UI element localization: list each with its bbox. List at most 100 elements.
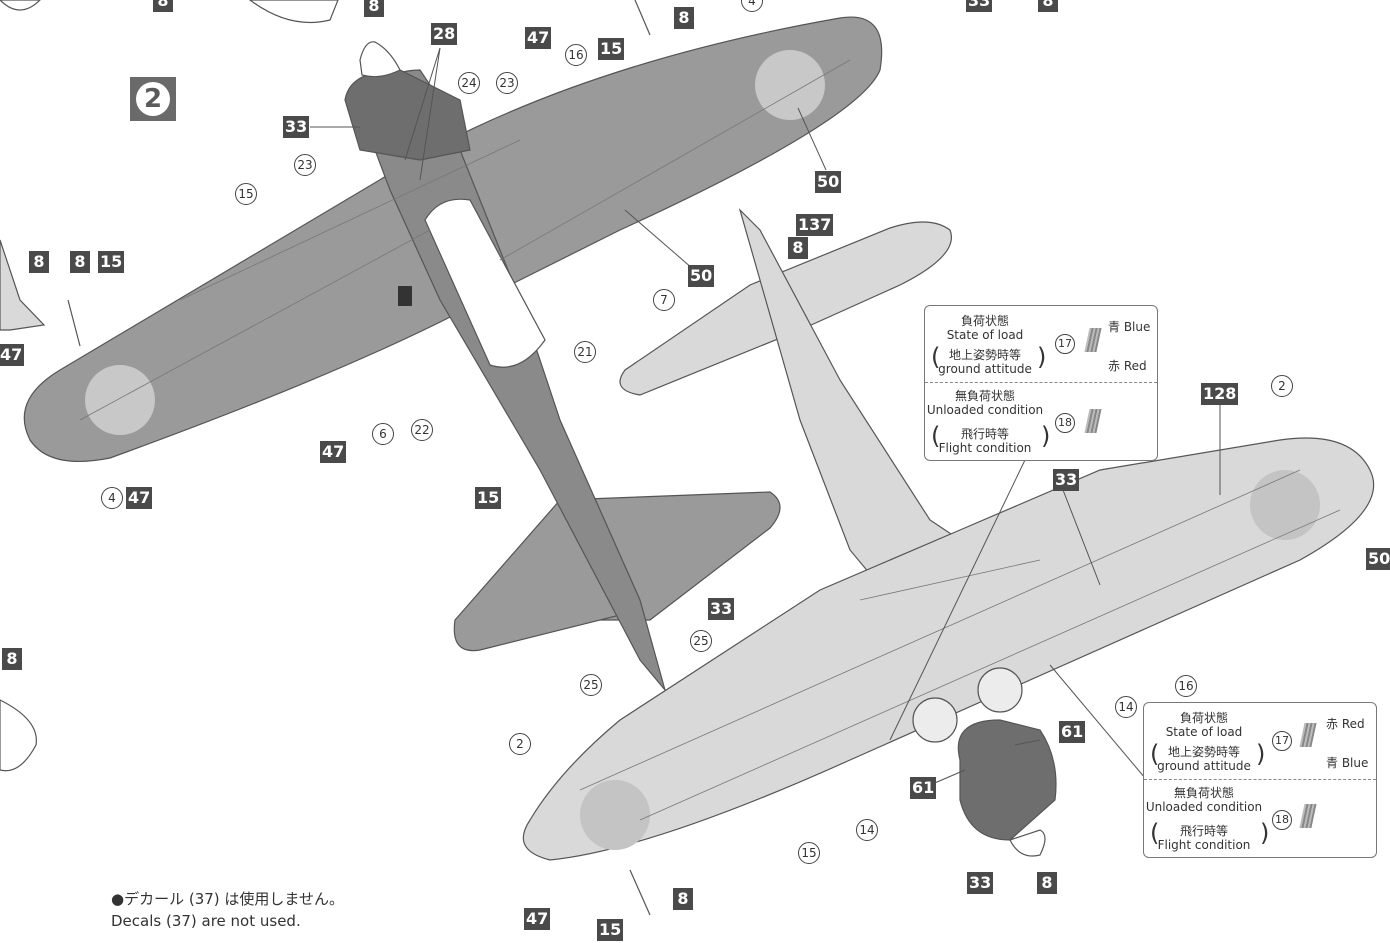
unloaded-row: 無負荷状態 Unloaded condition ( 飛行時等 Flight c…	[925, 382, 1157, 459]
part-tag: 61	[910, 777, 937, 799]
part-tag: 8	[1038, 0, 1058, 12]
part-tag: 50	[1366, 548, 1390, 570]
part-tag: 50	[688, 265, 715, 287]
part-tag: 47	[524, 908, 551, 930]
callout-number: 25	[580, 674, 602, 696]
paren-right: )	[1041, 422, 1051, 450]
decal-condition-box-bottom: 負荷状態 State of load ( 地上姿勢時等 ground attit…	[1143, 702, 1377, 858]
part-tag: 8	[1037, 872, 1057, 894]
decal-note-jp: ●デカール (37) は使用しません。	[111, 890, 344, 908]
unloaded-cond-en: Flight condition	[1157, 838, 1251, 852]
part-tag: 15	[598, 38, 625, 60]
part-tag: 28	[431, 23, 458, 45]
callout-number: 6	[372, 423, 394, 445]
decal-note-en: Decals (37) are not used.	[111, 912, 301, 930]
loaded-row: 負荷状態 State of load ( 地上姿勢時等 ground attit…	[925, 306, 1157, 382]
part-tag: 128	[1201, 383, 1239, 405]
part-tag: 33	[966, 0, 993, 12]
callout-number: 15	[235, 183, 257, 205]
callout-number: 2	[1271, 375, 1293, 397]
loaded-jp: 負荷状態	[960, 314, 1009, 328]
part-tag: 47	[525, 27, 552, 49]
decal-swatch-icon	[1299, 804, 1317, 828]
part-tag: 137	[796, 214, 834, 236]
unloaded-jp: 無負荷状態	[954, 389, 1015, 403]
callout-number: 23	[496, 72, 518, 94]
callout-number: 23	[294, 154, 316, 176]
callout-number: 21	[574, 341, 596, 363]
part-tag: 33	[283, 116, 310, 138]
loaded-cond-en: ground attitude	[938, 362, 1032, 376]
part-tag: 47	[126, 487, 153, 509]
paren-right: )	[1260, 819, 1270, 847]
callout-number: 2	[509, 733, 531, 755]
loaded-jp: 負荷状態	[1179, 711, 1228, 725]
paren-left: (	[931, 343, 941, 371]
light-aircraft	[522, 207, 1375, 916]
part-tag: 8	[29, 251, 49, 273]
decal-swatch-icon	[1084, 409, 1102, 433]
part-tag: 15	[475, 487, 502, 509]
loaded-en: State of load	[946, 328, 1024, 342]
callout-number: 4	[101, 487, 123, 509]
callout-number: 16	[565, 44, 587, 66]
decal-number: 17	[1055, 334, 1075, 354]
red-label: 赤 Red	[1108, 359, 1147, 373]
decal-number: 18	[1055, 413, 1075, 433]
left-partial-aircraft	[0, 0, 339, 772]
decal-note: ●デカール (37) は使用しません。 Decals (37) are not …	[111, 888, 344, 932]
decal-condition-box-top: 負荷状態 State of load ( 地上姿勢時等 ground attit…	[924, 305, 1158, 461]
callout-number: 14	[1115, 696, 1137, 718]
loaded-cond-en: ground attitude	[1157, 759, 1251, 773]
leader-lines	[310, 47, 1221, 786]
paren-right: )	[1256, 740, 1266, 768]
loaded-cond-jp: 地上姿勢時等	[1167, 745, 1240, 759]
paren-left: (	[1150, 740, 1160, 768]
part-tag: 15	[98, 251, 125, 273]
part-tag: 8	[2, 648, 22, 670]
unloaded-en: Unloaded condition	[926, 403, 1044, 417]
part-tag: 33	[1053, 469, 1080, 491]
callout-number: 22	[411, 419, 433, 441]
callout-number: 25	[690, 630, 712, 652]
unloaded-cond-jp: 飛行時等	[1179, 824, 1228, 838]
part-tag: 47	[0, 344, 25, 366]
part-tag: 8	[788, 237, 808, 259]
callout-number: 7	[653, 289, 675, 311]
decal-swatch-icon	[1084, 328, 1102, 352]
callout-number: 14	[856, 819, 878, 841]
paren-right: )	[1037, 343, 1047, 371]
loaded-en: State of load	[1165, 725, 1243, 739]
part-tag: 8	[674, 7, 694, 29]
part-tag: 33	[967, 872, 994, 894]
decal-swatch-icon	[1299, 723, 1317, 747]
unloaded-cond-en: Flight condition	[938, 441, 1032, 455]
decal-number: 18	[1272, 810, 1292, 830]
callout-number: 15	[798, 842, 820, 864]
blue-label: 青 Blue	[1108, 320, 1151, 334]
paren-left: (	[931, 422, 941, 450]
loaded-cond-jp: 地上姿勢時等	[948, 348, 1021, 362]
part-tag: 15	[597, 919, 624, 941]
callout-number: 16	[1175, 675, 1197, 697]
part-tag: 33	[708, 598, 735, 620]
decal-number: 17	[1272, 731, 1292, 751]
part-tag: 8	[673, 888, 693, 910]
unloaded-jp: 無負荷状態	[1173, 786, 1234, 800]
paren-left: (	[1150, 819, 1160, 847]
blue-label: 青 Blue	[1326, 756, 1369, 770]
part-tag: 8	[70, 251, 90, 273]
part-tag: 8	[153, 0, 173, 12]
part-tag: 8	[364, 0, 384, 17]
unloaded-en: Unloaded condition	[1145, 800, 1263, 814]
dark-aircraft	[23, 0, 883, 691]
red-label: 赤 Red	[1326, 717, 1365, 731]
unloaded-cond-jp: 飛行時等	[960, 427, 1009, 441]
step-number-badge: 2	[130, 77, 176, 121]
part-tag: 61	[1059, 721, 1086, 743]
callout-number: 24	[458, 72, 480, 94]
part-tag: 50	[815, 171, 842, 193]
unloaded-row: 無負荷状態 Unloaded condition ( 飛行時等 Flight c…	[1144, 779, 1376, 856]
loaded-row: 負荷状態 State of load ( 地上姿勢時等 ground attit…	[1144, 703, 1376, 779]
